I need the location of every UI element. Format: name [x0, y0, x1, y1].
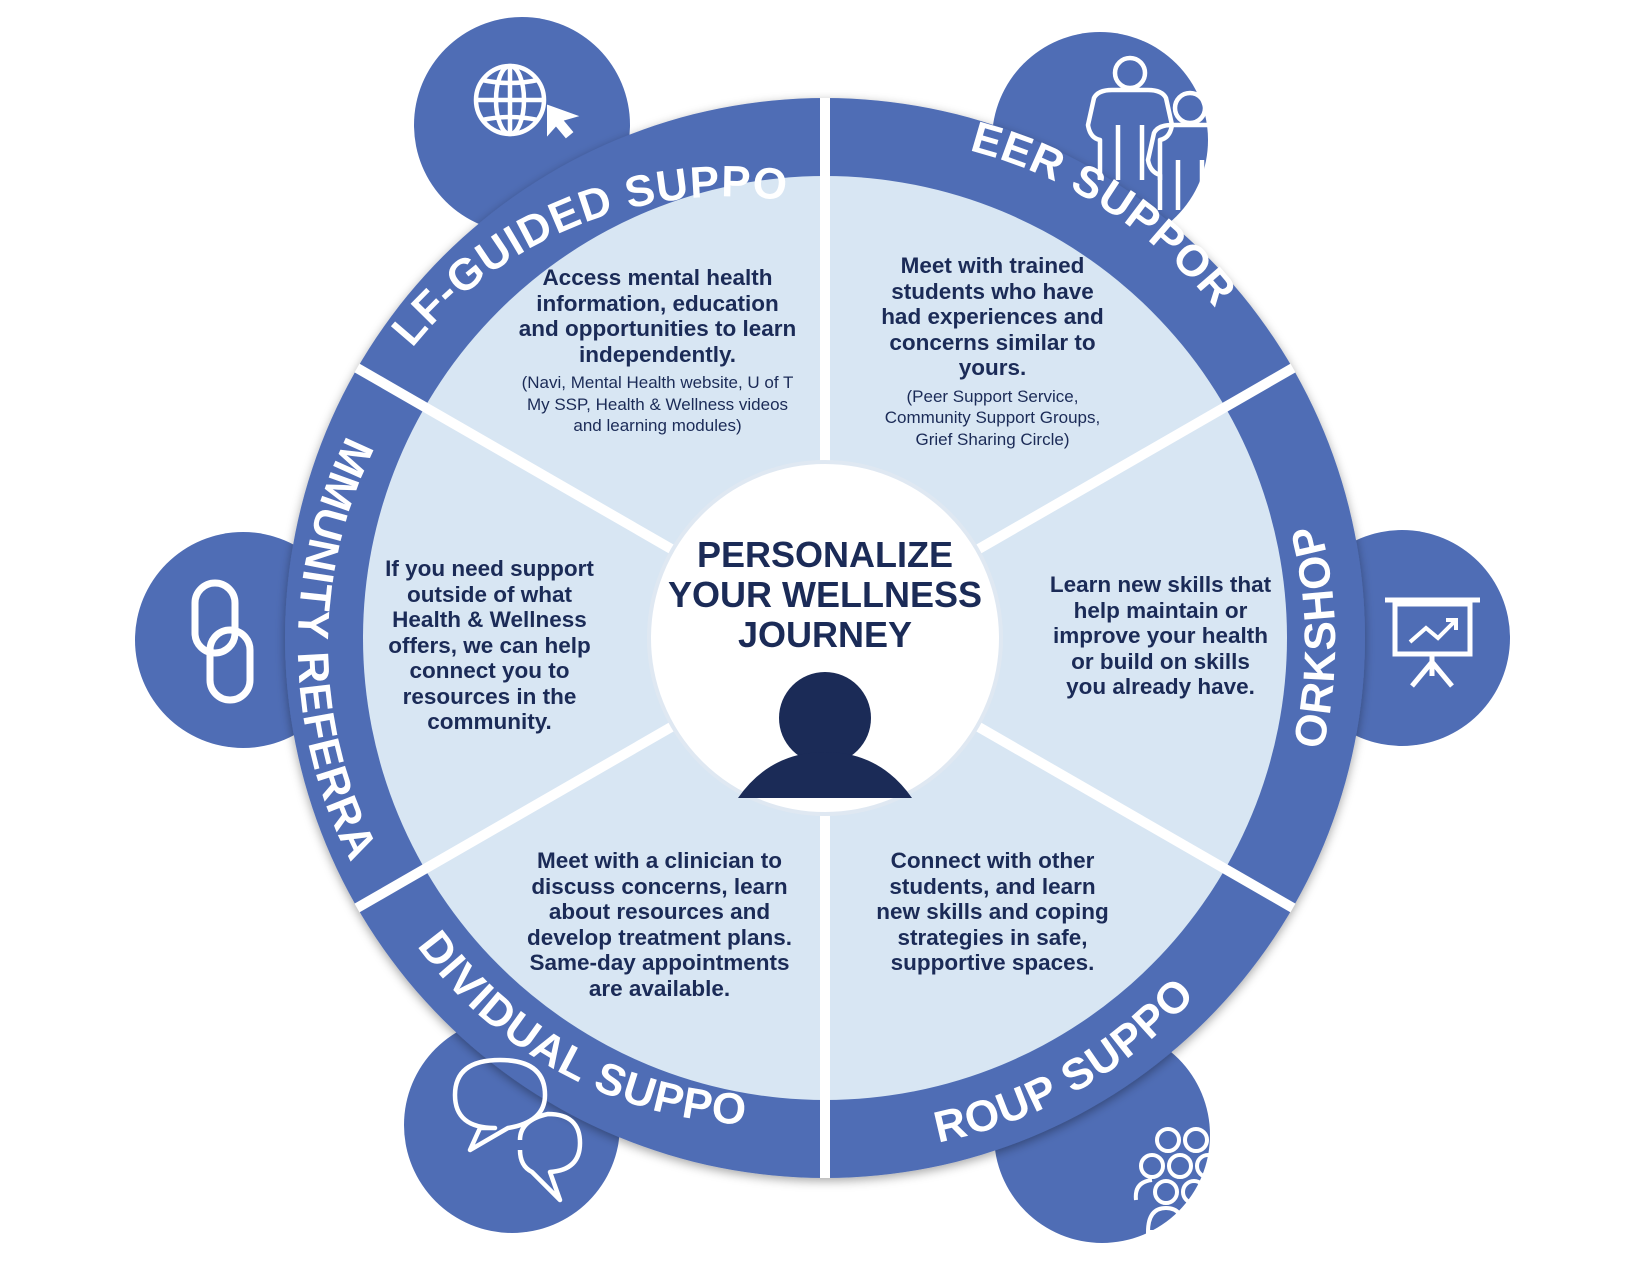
- peer-note: (Peer Support Service, Community Support…: [884, 386, 1101, 449]
- person-avatar-icon: [738, 672, 912, 798]
- segment-text-workshops: Learn new skills that help maintain or i…: [1048, 572, 1273, 700]
- segment-text-self-guided: Access mental health information, educat…: [515, 265, 800, 437]
- center-hub: [647, 460, 1003, 816]
- workshops-description: Learn new skills that help maintain or i…: [1049, 572, 1272, 699]
- segment-text-group: Connect with other students, and learn n…: [870, 848, 1115, 976]
- self-guided-note: (Navi, Mental Health website, U of T My …: [521, 373, 794, 435]
- group-description: Connect with other students, and learn n…: [876, 848, 1109, 975]
- segment-text-individual: Meet with a clinician to discuss concern…: [522, 848, 797, 1001]
- segment-dividers: [354, 98, 1296, 1178]
- center-title-line-3: JOURNEY: [738, 614, 912, 655]
- divider-lower-left: [354, 717, 683, 913]
- segment-text-peer: Meet with trained students who have had …: [870, 253, 1115, 450]
- peer-description: Meet with trained students who have had …: [881, 253, 1104, 380]
- center-title-line-1: PERSONALIZE: [697, 534, 953, 575]
- segment-text-community: If you need support outside of what Heal…: [372, 556, 607, 735]
- community-description: If you need support outside of what Heal…: [385, 556, 594, 734]
- divider-upper-right: [967, 363, 1296, 559]
- chain-link-icon: [191, 579, 254, 704]
- center-title-line-2: YOUR WELLNESS: [668, 574, 982, 615]
- individual-description: Meet with a clinician to discuss concern…: [526, 848, 793, 1001]
- divider-upper-left: [354, 363, 683, 559]
- two-people-icon: [1085, 55, 1235, 210]
- globe-cursor-icon: [473, 63, 580, 139]
- divider-lower-right: [967, 717, 1296, 913]
- presentation-board-icon: [1385, 597, 1480, 688]
- group-of-people-icon: [1133, 1127, 1225, 1234]
- self-guided-description: Access mental health information, educat…: [518, 265, 797, 367]
- speech-bubbles-icon: [452, 1057, 583, 1203]
